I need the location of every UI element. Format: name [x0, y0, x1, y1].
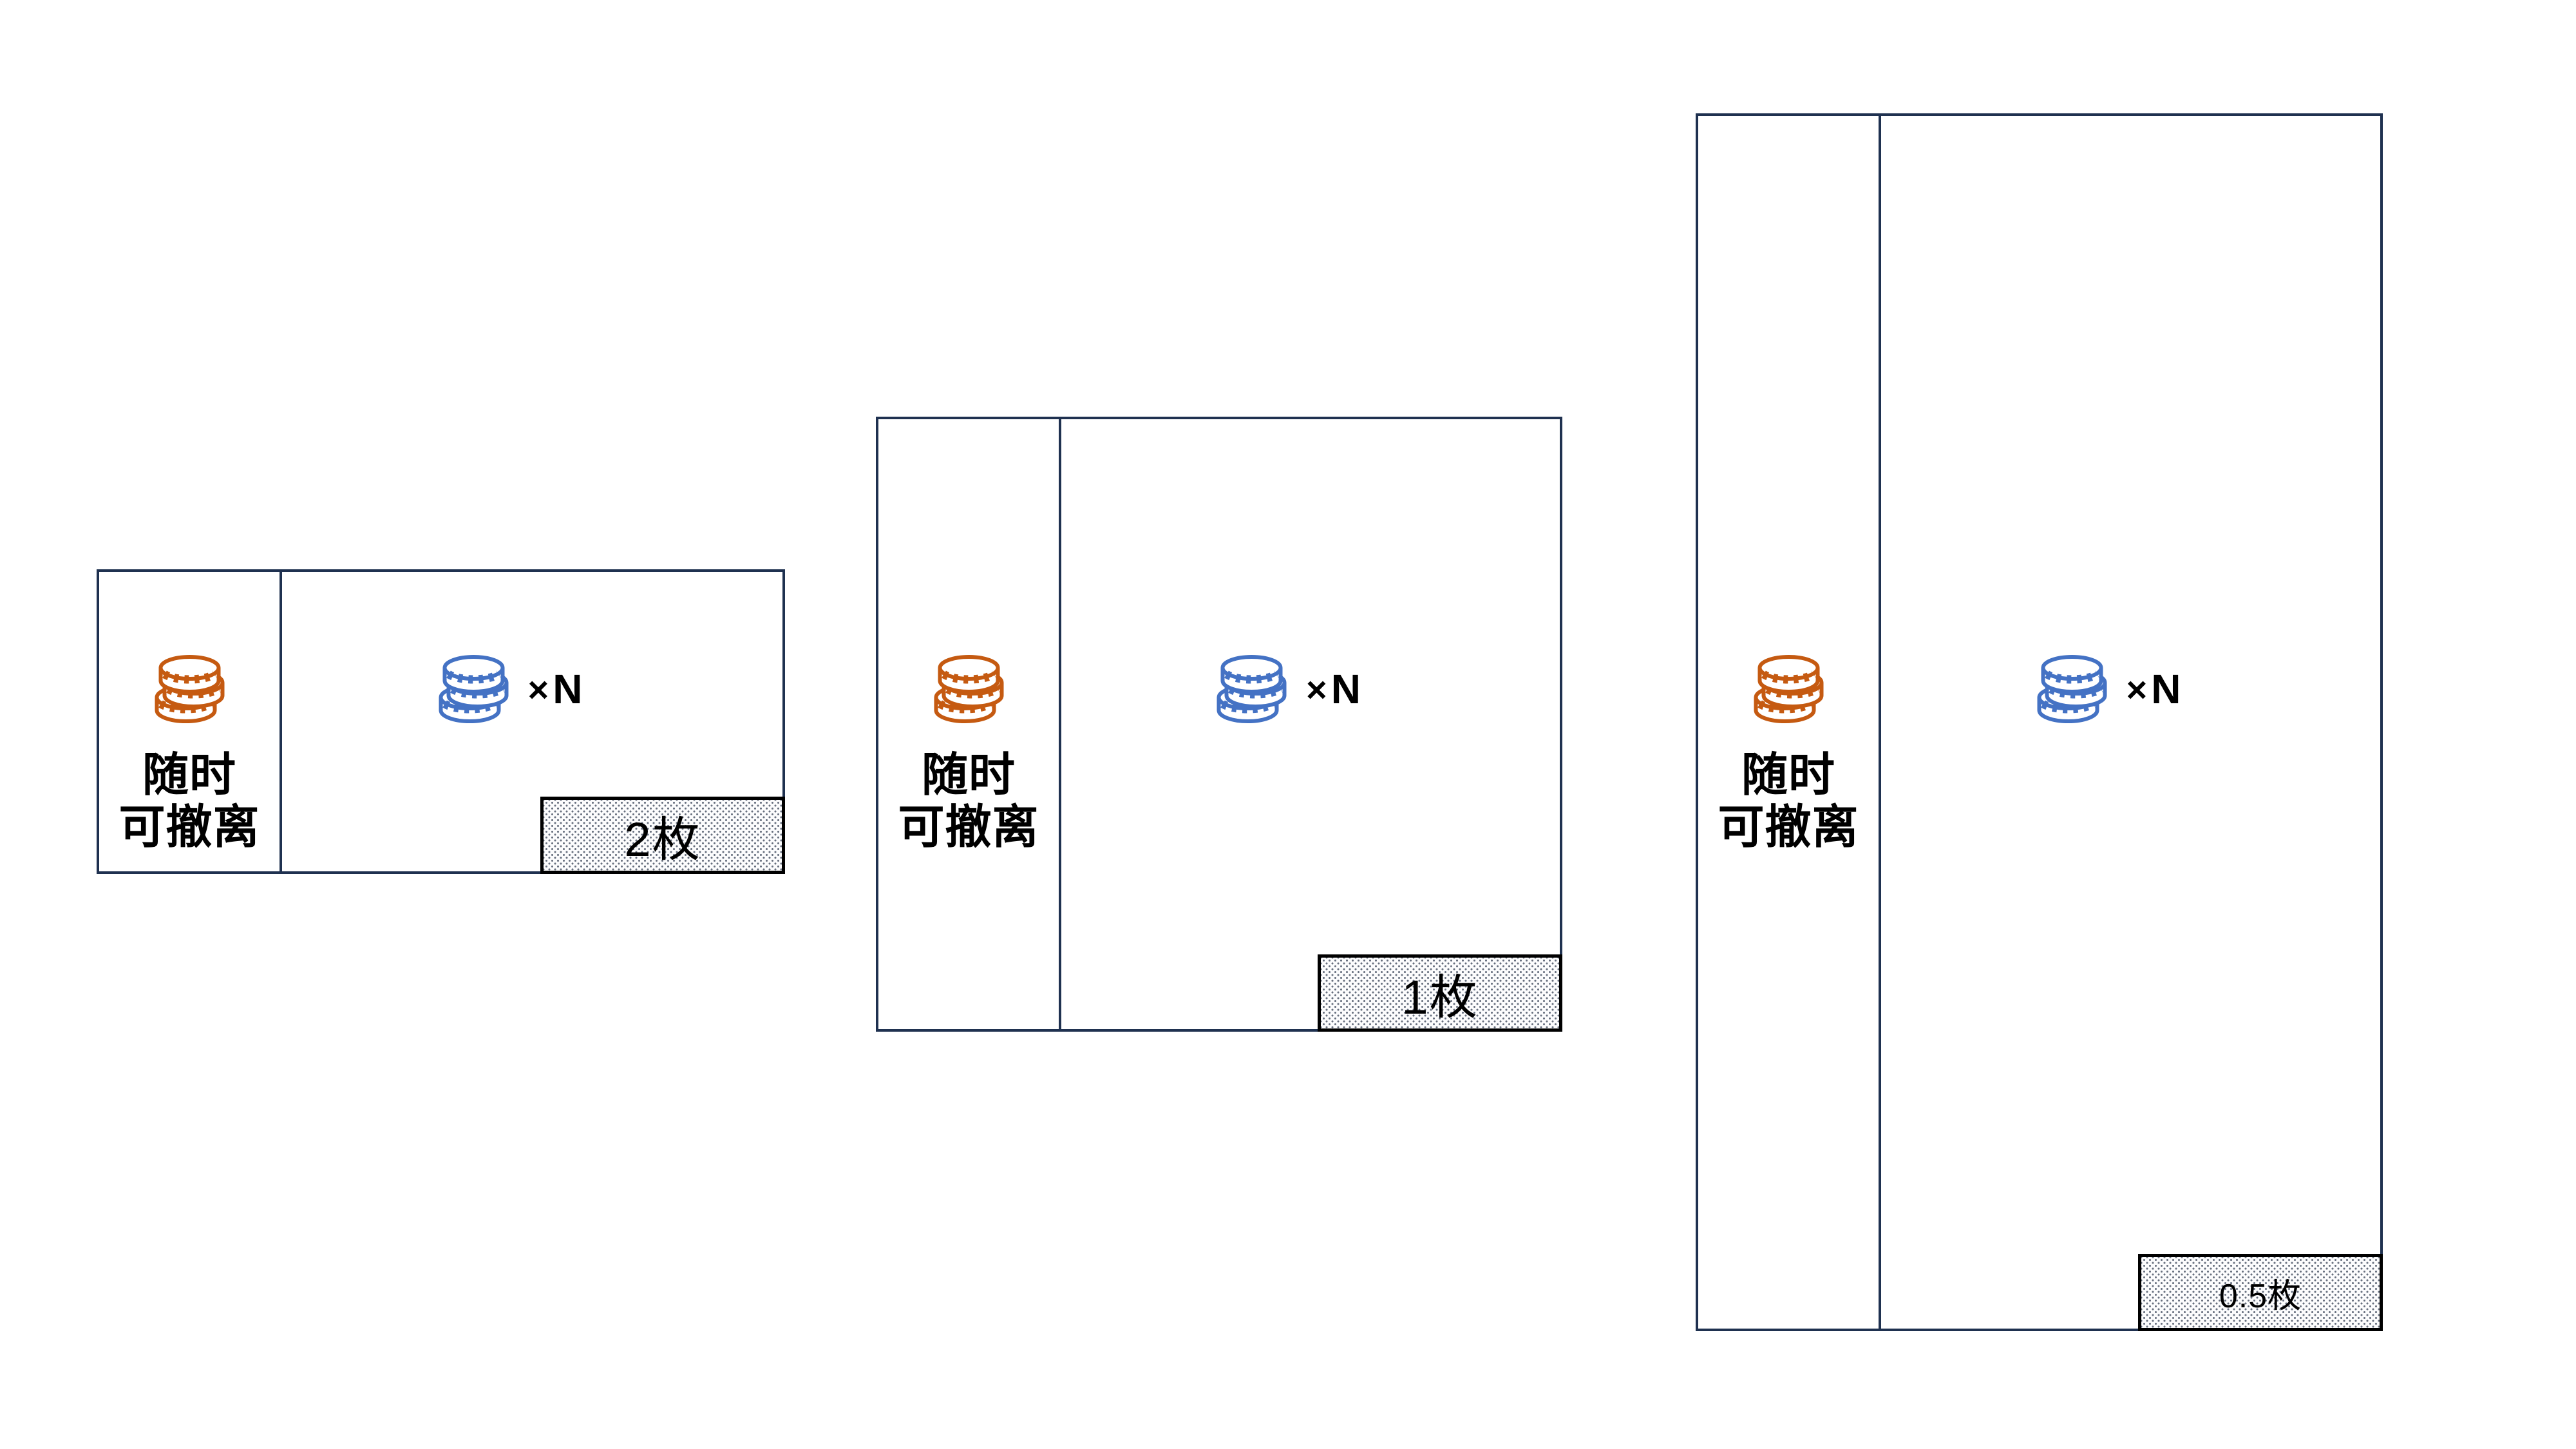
withdraw-anytime-label: 随时 可撤离 — [1718, 750, 1859, 853]
withdraw-label-line2: 可撤离 — [1718, 801, 1859, 853]
orange-coin-stack-icon — [152, 654, 227, 724]
withdraw-label-line2: 可撤离 — [898, 801, 1039, 853]
times-symbol: × — [1306, 668, 1327, 710]
coin-count-text: 2枚 — [624, 812, 701, 866]
withdrawable-column: 随时 可撤离 — [1698, 116, 1879, 1329]
blue-coin-stack-icon — [2034, 654, 2110, 724]
withdrawable-content: 随时 可撤离 — [878, 654, 1059, 853]
holding-box-05mai: 随时 可撤离 × N 0.5枚 — [1696, 113, 2383, 1331]
withdraw-label-line1: 随时 — [1741, 750, 1835, 801]
column-divider — [1059, 419, 1061, 1029]
orange-coin-stack-icon — [931, 654, 1007, 724]
coin-count-text: 1枚 — [1401, 970, 1479, 1024]
withdraw-label-line2: 可撤离 — [118, 801, 260, 853]
orange-coin-stack-icon — [1751, 654, 1826, 724]
withdrawable-content: 随时 可撤离 — [99, 654, 279, 853]
withdraw-anytime-label: 随时 可撤离 — [898, 750, 1039, 853]
locked-content: × N — [1859, 654, 2358, 724]
locked-content: × N — [1039, 654, 1537, 724]
multiplier-label: × N — [1306, 665, 1362, 713]
withdrawable-column: 随时 可撤离 — [878, 419, 1059, 1029]
multiplier-letter: N — [2151, 666, 2183, 712]
column-divider — [279, 572, 282, 871]
locked-column: × N — [282, 572, 782, 871]
holding-box-2mai: 随时 可撤离 × N 2枚 — [97, 569, 785, 874]
coin-count-badge: 1枚 — [1318, 954, 1562, 1032]
withdraw-label-line1: 随时 — [142, 750, 236, 801]
multiplier-letter: N — [553, 666, 584, 712]
locked-column: × N — [1881, 116, 2380, 1329]
withdrawable-content: 随时 可撤离 — [1698, 654, 1879, 853]
multiplier-label: × N — [528, 665, 584, 713]
blue-coin-stack-icon — [436, 654, 511, 724]
blue-coin-stack-icon — [1214, 654, 1289, 724]
column-divider — [1879, 116, 1881, 1329]
multiplier-letter: N — [1331, 666, 1362, 712]
withdrawable-column: 随时 可撤离 — [99, 572, 279, 871]
coin-count-badge: 0.5枚 — [2138, 1254, 2383, 1331]
holding-box-1mai: 随时 可撤离 × N 1枚 — [876, 417, 1562, 1032]
withdraw-anytime-label: 随时 可撤离 — [118, 750, 260, 853]
times-symbol: × — [527, 668, 549, 710]
times-symbol: × — [2126, 668, 2148, 710]
withdraw-label-line1: 随时 — [921, 750, 1016, 801]
coin-count-text: 0.5枚 — [2219, 1277, 2302, 1315]
locked-content: × N — [260, 654, 760, 724]
multiplier-label: × N — [2126, 665, 2183, 713]
locked-column: × N — [1061, 419, 1560, 1029]
coin-count-badge: 2枚 — [540, 797, 785, 874]
